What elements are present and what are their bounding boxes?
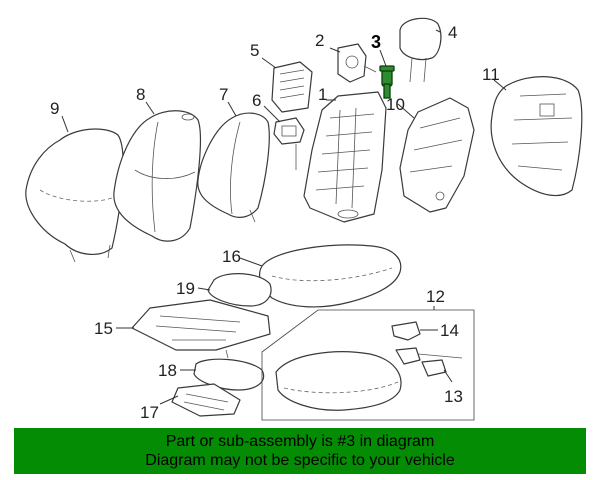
part-13-sensor (395, 347, 463, 377)
callout-13: 13 (444, 387, 463, 406)
info-banner: Part or sub-assembly is #3 in diagram Di… (14, 428, 586, 474)
callout-10: 10 (386, 95, 405, 114)
callout-4: 4 (448, 23, 457, 42)
part-15-seat-pan (131, 299, 271, 359)
callout-19: 19 (176, 279, 195, 298)
callout-12: 12 (426, 287, 445, 306)
callout-15: 15 (94, 319, 113, 338)
part-16-seat-cushion (259, 244, 402, 308)
callout-18: 18 (158, 361, 177, 380)
callout-14: 14 (440, 321, 459, 340)
callout-2: 2 (315, 31, 324, 50)
part-19-bolster (207, 273, 272, 307)
part-4-headrest (399, 17, 442, 83)
part-3-guide-highlighted (379, 65, 395, 99)
callout-9: 9 (50, 99, 59, 118)
part-9-seat-back-cover (25, 128, 124, 263)
part-8-seat-back-pad (113, 110, 202, 242)
callout-7: 7 (219, 85, 228, 104)
part-5-panel (271, 61, 313, 113)
callout-6: 6 (252, 91, 261, 110)
part-14-clip (391, 321, 421, 341)
callout-8: 8 (136, 85, 145, 104)
part-12-group-box (261, 309, 475, 421)
part-2-adjuster (337, 43, 377, 83)
leader-lines (61, 29, 507, 405)
part-17-bracket (171, 383, 241, 417)
banner-line-2: Diagram may not be specific to your vehi… (145, 452, 455, 469)
part-1-seat-back-frame (303, 91, 387, 223)
part-18-trim (193, 358, 265, 391)
part-10-side-frame (399, 97, 475, 213)
callout-1: 1 (318, 85, 327, 104)
callout-17: 17 (140, 403, 159, 422)
callout-16: 16 (222, 247, 241, 266)
banner-line-1: Part or sub-assembly is #3 in diagram (165, 433, 435, 450)
callout-3-highlighted: 3 (371, 32, 381, 52)
callout-5: 5 (250, 41, 259, 60)
part-11-rear-panel (490, 76, 583, 197)
callout-11: 11 (482, 65, 500, 84)
part-6-bracket (273, 117, 305, 170)
part-7-back-panel (197, 112, 270, 223)
